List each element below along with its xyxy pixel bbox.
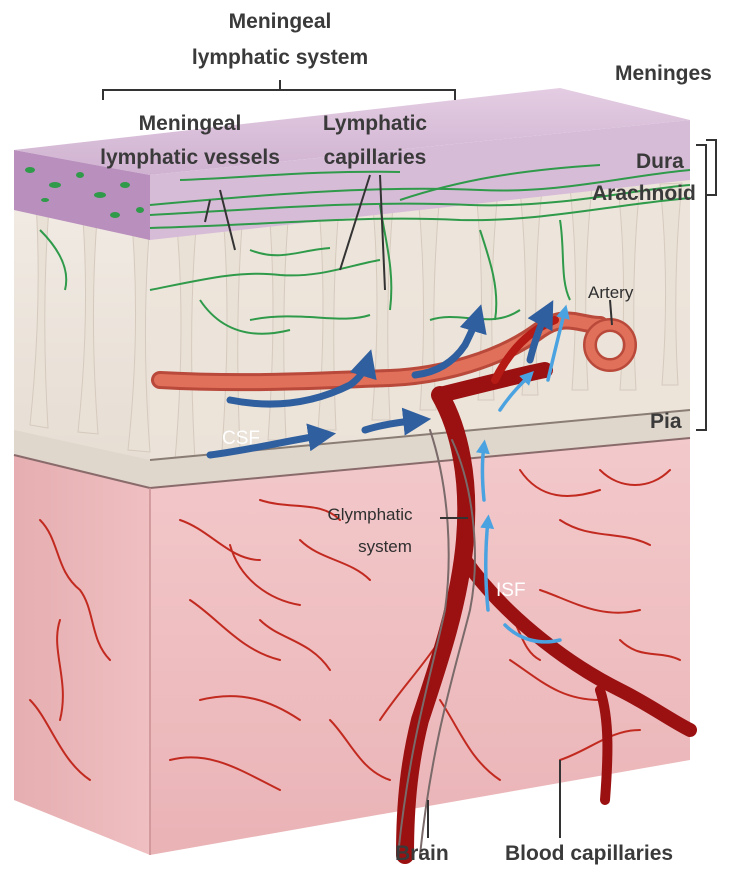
label-pia: Pia: [650, 410, 682, 434]
label-artery: Artery: [588, 283, 633, 303]
label-meningeal-lymphatic-vessels-line1: Meningeal: [90, 112, 290, 136]
brain-tissue: [14, 438, 690, 855]
label-meningeal-lymphatic-system-line1: Meningeal: [210, 10, 350, 34]
label-glymphatic-system-line2: system: [330, 537, 440, 557]
label-csf: CSF: [222, 428, 260, 450]
label-brain: Brain: [395, 842, 449, 866]
label-dura: Dura: [636, 150, 684, 174]
label-arachnoid: Arachnoid: [592, 182, 696, 206]
label-glymphatic-system-line1: Glymphatic: [300, 505, 440, 525]
label-meningeal-lymphatic-system-line2: lymphatic system: [170, 46, 390, 70]
label-lymphatic-capillaries-line1: Lymphatic: [300, 112, 450, 136]
label-lymphatic-capillaries-line2: capillaries: [300, 146, 450, 170]
label-meningeal-lymphatic-vessels-line2: lymphatic vessels: [90, 146, 290, 170]
label-isf: ISF: [496, 580, 526, 602]
label-blood-capillaries: Blood capillaries: [505, 842, 673, 866]
label-meninges: Meninges: [615, 62, 712, 86]
